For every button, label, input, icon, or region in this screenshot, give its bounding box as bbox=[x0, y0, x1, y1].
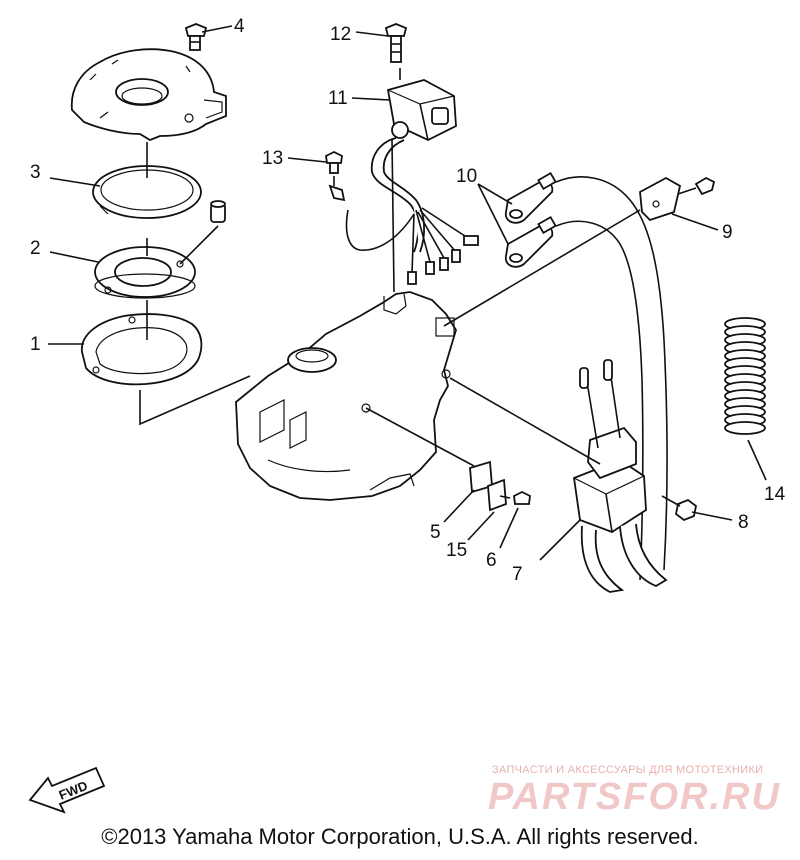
bolt-part-13 bbox=[325, 150, 346, 202]
bolt-part-12 bbox=[384, 23, 408, 63]
callout-14: 14 bbox=[764, 484, 786, 505]
callout-9: 9 bbox=[722, 222, 733, 243]
callout-2: 2 bbox=[30, 238, 41, 259]
callout-13: 13 bbox=[262, 148, 283, 169]
clamp-part-9 bbox=[639, 176, 716, 222]
callout-8: 8 bbox=[738, 512, 749, 533]
callout-1: 1 bbox=[30, 334, 41, 355]
callout-10: 10 bbox=[456, 166, 477, 187]
callout-15: 15 bbox=[446, 540, 467, 561]
watermark-logo: PARTSFOR.RU bbox=[488, 776, 781, 818]
callout-6: 6 bbox=[486, 550, 497, 571]
ignition-coil-part-7 bbox=[573, 359, 668, 593]
magneto-cover bbox=[70, 48, 227, 142]
boot-part-14 bbox=[724, 317, 766, 435]
watermark-subtitle: ЗАПЧАСТИ И АКСЕССУАРЫ ДЛЯ МОТОТЕХНИКИ bbox=[492, 764, 764, 776]
callout-12: 12 bbox=[330, 24, 351, 45]
callout-5: 5 bbox=[430, 522, 441, 543]
plate-part-2 bbox=[94, 246, 196, 299]
pin bbox=[210, 200, 226, 223]
callout-7: 7 bbox=[512, 564, 523, 585]
bolt-part-8 bbox=[661, 495, 697, 522]
bolt-part-4 bbox=[184, 23, 208, 51]
ring-part-3 bbox=[92, 165, 202, 219]
plate-part-15 bbox=[487, 478, 507, 512]
callout-3: 3 bbox=[30, 162, 41, 183]
wire-harness bbox=[345, 137, 479, 285]
callout-11: 11 bbox=[328, 88, 348, 109]
engine-block bbox=[235, 291, 457, 501]
screw-part-6 bbox=[499, 490, 531, 505]
gasket-part-1 bbox=[81, 313, 203, 386]
copyright-notice: ©2013 Yamaha Motor Corporation, U.S.A. A… bbox=[101, 824, 699, 849]
plug-cap-part-10 bbox=[504, 171, 557, 268]
fwd-arrow-icon: FWD bbox=[28, 766, 106, 814]
callout-4: 4 bbox=[234, 16, 245, 37]
coil-part-11 bbox=[386, 79, 457, 142]
